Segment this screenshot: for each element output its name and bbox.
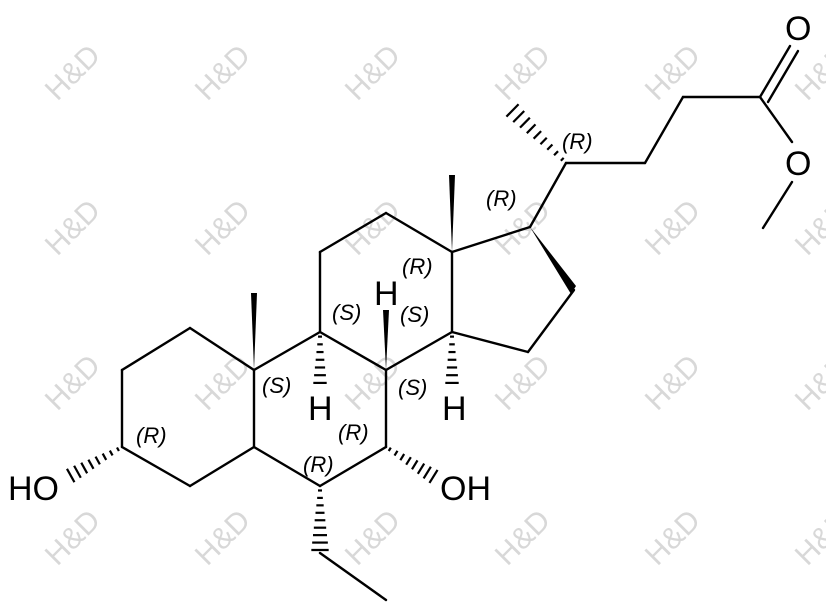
watermark-text: H&D xyxy=(189,39,257,107)
bond-c24-o-ester xyxy=(758,95,794,144)
bond-c22-c23 xyxy=(643,95,685,165)
atom-labels: HO OH O O H H H xyxy=(8,10,811,508)
hash-c20-methyl-hash-line xyxy=(553,150,559,157)
stereo-label-c3: (R) xyxy=(136,423,167,448)
bond-c12-c13 xyxy=(384,211,454,254)
watermark-text: H&D xyxy=(639,349,707,417)
hash-c3-oh-hash-line xyxy=(94,456,101,465)
hashed-bonds xyxy=(66,103,565,552)
stereo-label-c7: (R) xyxy=(338,420,369,445)
hash-c3-oh-hash-line xyxy=(116,446,120,452)
hash-c3-oh-hash-line xyxy=(66,468,76,483)
wedge-c10-methyl xyxy=(251,293,257,370)
hash-c20-methyl-hash-line xyxy=(512,110,525,123)
stereo-label-c17: (R) xyxy=(486,186,517,211)
hash-c7-oh-hash-line xyxy=(416,462,426,475)
hash-c7-oh-hash-line xyxy=(399,453,406,461)
stereo-label-c10: (S) xyxy=(262,373,291,398)
bond-c16-c15 xyxy=(526,288,576,354)
bond-c24-o-double-a xyxy=(758,44,792,99)
bond-c24-o-double-b xyxy=(766,49,800,104)
watermark-text: H&D xyxy=(789,194,826,262)
hash-c3-oh-hash-line xyxy=(108,450,114,456)
hydroxyl-c3-label: HO xyxy=(8,470,59,508)
watermark-text: H&D xyxy=(339,194,407,262)
hash-c7-oh-hash-line xyxy=(393,450,399,457)
stereo-label-c9: (S) xyxy=(332,300,361,325)
hash-c7-oh-hash-line xyxy=(387,447,392,452)
bond-c11-c12 xyxy=(318,211,388,254)
hash-c20-methyl-hash-line xyxy=(532,130,542,140)
bond-c17-c20 xyxy=(528,161,568,229)
stereo-label-c8: (S) xyxy=(398,375,427,400)
ester-oxygen-label: O xyxy=(785,145,811,183)
hash-c3-oh-hash-line xyxy=(73,465,82,479)
bond-c1-c2 xyxy=(120,326,192,372)
bond-c6-c7 xyxy=(318,445,388,488)
watermark-text: H&D xyxy=(789,39,826,107)
watermark-text: H&D xyxy=(339,39,407,107)
watermark-text: H&D xyxy=(189,194,257,262)
stereo-labels: (R) (R) (R) (S) (S) (S) (R) (S) (R) (R) xyxy=(136,129,593,477)
bond-c3-c4 xyxy=(120,445,192,488)
wedge-c13-methyl xyxy=(449,175,455,252)
hydroxyl-c7-label: OH xyxy=(440,470,491,508)
hash-c20-methyl-hash-line xyxy=(546,143,554,151)
bond-c8-c9 xyxy=(318,330,388,372)
watermark-text: H&D xyxy=(789,504,826,572)
watermark-text: H&D xyxy=(39,504,107,572)
stereo-label-c14: (S) xyxy=(400,302,429,327)
hash-c7-oh-hash-line xyxy=(411,459,419,470)
hash-c3-oh-hash-line xyxy=(80,462,89,474)
hash-c20-methyl-hash-line xyxy=(505,103,520,118)
hash-c20-methyl-hash-line xyxy=(519,116,531,129)
stereo-label-c20: (R) xyxy=(562,129,593,154)
hash-c20-methyl-hash-line xyxy=(526,123,537,134)
wedge-c8-h xyxy=(383,310,389,370)
hydrogen-c9-label: H xyxy=(308,390,333,428)
bond-c9-c10 xyxy=(252,330,322,372)
hydrogen-c14-label: H xyxy=(442,390,467,428)
bond-o-methyl xyxy=(761,180,794,230)
watermark-text: H&D xyxy=(489,349,557,417)
watermark-text: H&D xyxy=(789,349,826,417)
bond-c13-c17 xyxy=(450,225,532,254)
watermark-text: H&D xyxy=(39,349,107,417)
watermark-text: H&D xyxy=(639,194,707,262)
hash-c7-oh-hash-line xyxy=(405,456,412,466)
watermark-text: H&D xyxy=(339,504,407,572)
watermark-text: H&D xyxy=(489,504,557,572)
hash-c20-methyl-hash-line xyxy=(560,157,565,162)
watermark-text: H&D xyxy=(339,349,407,417)
watermark-text: H&D xyxy=(639,504,707,572)
bond-c15-c14 xyxy=(450,330,530,354)
bond-c4-c5 xyxy=(188,445,256,488)
watermark-text: H&D xyxy=(189,349,257,417)
wedge-bonds xyxy=(251,175,576,370)
skeleton-bonds xyxy=(120,44,800,602)
stereo-label-c6: (R) xyxy=(303,452,334,477)
watermark-text: H&D xyxy=(39,194,107,262)
hash-c3-oh-hash-line xyxy=(87,459,95,470)
hash-c7-oh-hash-line xyxy=(422,466,432,479)
stereo-label-c13: (R) xyxy=(402,254,433,279)
carbonyl-oxygen-label: O xyxy=(785,10,811,48)
watermark-text: H&D xyxy=(189,504,257,572)
hash-c3-oh-hash-line xyxy=(101,453,108,461)
hash-c7-oh-hash-line xyxy=(428,469,439,484)
bond-ethyl-ch2-ch3 xyxy=(318,551,388,602)
wedge-c17-c16 xyxy=(530,227,576,294)
hash-c20-methyl-hash-line xyxy=(539,137,548,145)
watermark-text: H&D xyxy=(39,39,107,107)
bond-c10-c1 xyxy=(188,326,256,372)
hydrogen-c8-label: H xyxy=(374,275,399,313)
bond-c5-c6 xyxy=(252,445,322,488)
bond-c14-c8 xyxy=(384,330,454,372)
watermark-text: H&D xyxy=(489,39,557,107)
